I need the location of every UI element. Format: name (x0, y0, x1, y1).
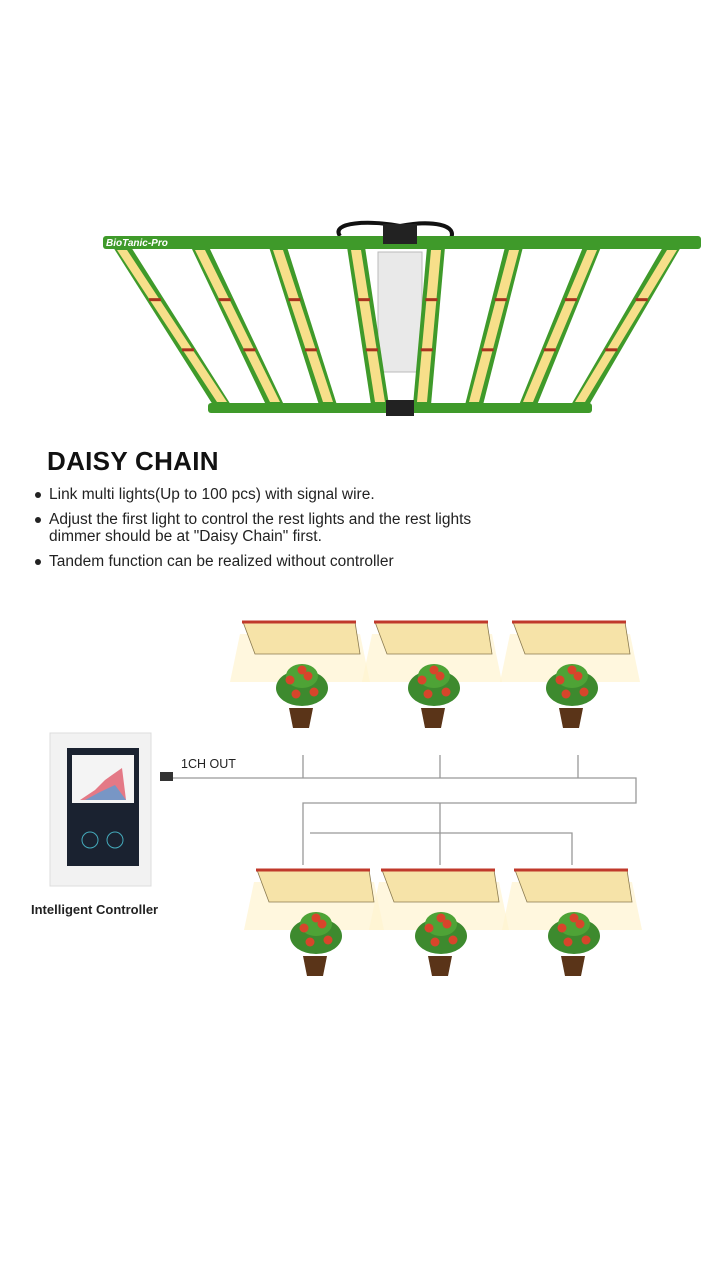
brand-logo: BioTanic-Pro (106, 238, 168, 249)
led-bar (465, 247, 523, 405)
controller-label: Intelligent Controller (31, 902, 159, 917)
section-title: DAISY CHAIN (47, 446, 219, 476)
connector-block (383, 224, 417, 244)
signal-connector (160, 772, 173, 781)
light-and-plant (230, 620, 370, 728)
led-bar (413, 247, 445, 405)
led-bar (347, 247, 389, 405)
light-and-plant (502, 868, 642, 976)
led-bar (269, 247, 337, 405)
connector-block (386, 400, 414, 416)
led-bar (191, 247, 284, 405)
power-driver-box (377, 251, 423, 373)
light-and-plant (244, 868, 384, 976)
intelligent-controller (49, 732, 152, 887)
led-bar (113, 247, 231, 405)
grow-light-product: BioTanic-Pro (103, 220, 701, 416)
feature-list: Link multi lights(Up to 100 pcs) with si… (34, 486, 504, 578)
signal-wires (173, 755, 637, 865)
led-bar (571, 247, 681, 405)
led-bar (519, 247, 601, 405)
feature-item: Adjust the first light to control the re… (34, 511, 504, 545)
feature-item: Tandem function can be realized without … (34, 553, 504, 570)
output-label: 1CH OUT (181, 757, 236, 771)
light-and-plant (500, 620, 640, 728)
light-and-plant (369, 868, 509, 976)
feature-item: Link multi lights(Up to 100 pcs) with si… (34, 486, 504, 503)
light-and-plant (362, 620, 502, 728)
